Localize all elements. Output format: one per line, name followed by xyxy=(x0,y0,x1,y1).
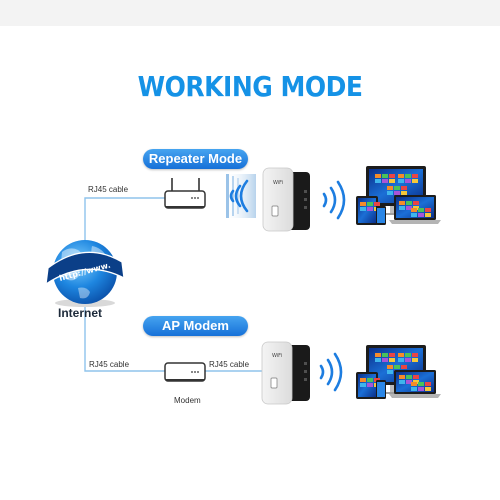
rj45-cable-label-top: RJ45 cable xyxy=(88,185,129,194)
rj45-cable-label-bottom-right: RJ45 cable xyxy=(209,360,250,369)
cable-lines xyxy=(84,197,262,372)
router-icon xyxy=(164,178,206,209)
modem-label: Modem xyxy=(174,396,201,405)
repeater-mode-label: Repeater Mode xyxy=(143,149,248,169)
wifi-wave-icon xyxy=(319,352,343,392)
tablet-icon xyxy=(356,196,380,225)
wifi-wave-icon xyxy=(322,180,346,220)
rj45-cable-label-bottom-left: RJ45 cable xyxy=(89,360,130,369)
laptop-icon xyxy=(389,370,441,398)
device-group-bottom xyxy=(356,345,441,399)
modem-icon xyxy=(164,362,206,382)
page-title: WORKING MODE xyxy=(137,70,363,103)
tablet-icon xyxy=(356,372,380,399)
wifi-wave-icon xyxy=(229,179,249,213)
device-group-top xyxy=(356,166,441,225)
phone-icon xyxy=(376,380,386,399)
top-band xyxy=(0,0,500,26)
repeater-brand-text: WiFi xyxy=(272,353,282,359)
laptop-icon xyxy=(389,195,441,224)
repeater-brand-text: WiFi xyxy=(273,180,283,186)
repeater-icon: WiFi xyxy=(262,167,310,232)
ap-modem-label: AP Modem xyxy=(143,316,248,336)
internet-label: Internet xyxy=(58,306,103,320)
phone-icon xyxy=(376,206,386,225)
globe-icon: http://www. xyxy=(45,240,125,307)
repeater-icon: WiFi xyxy=(261,341,310,405)
